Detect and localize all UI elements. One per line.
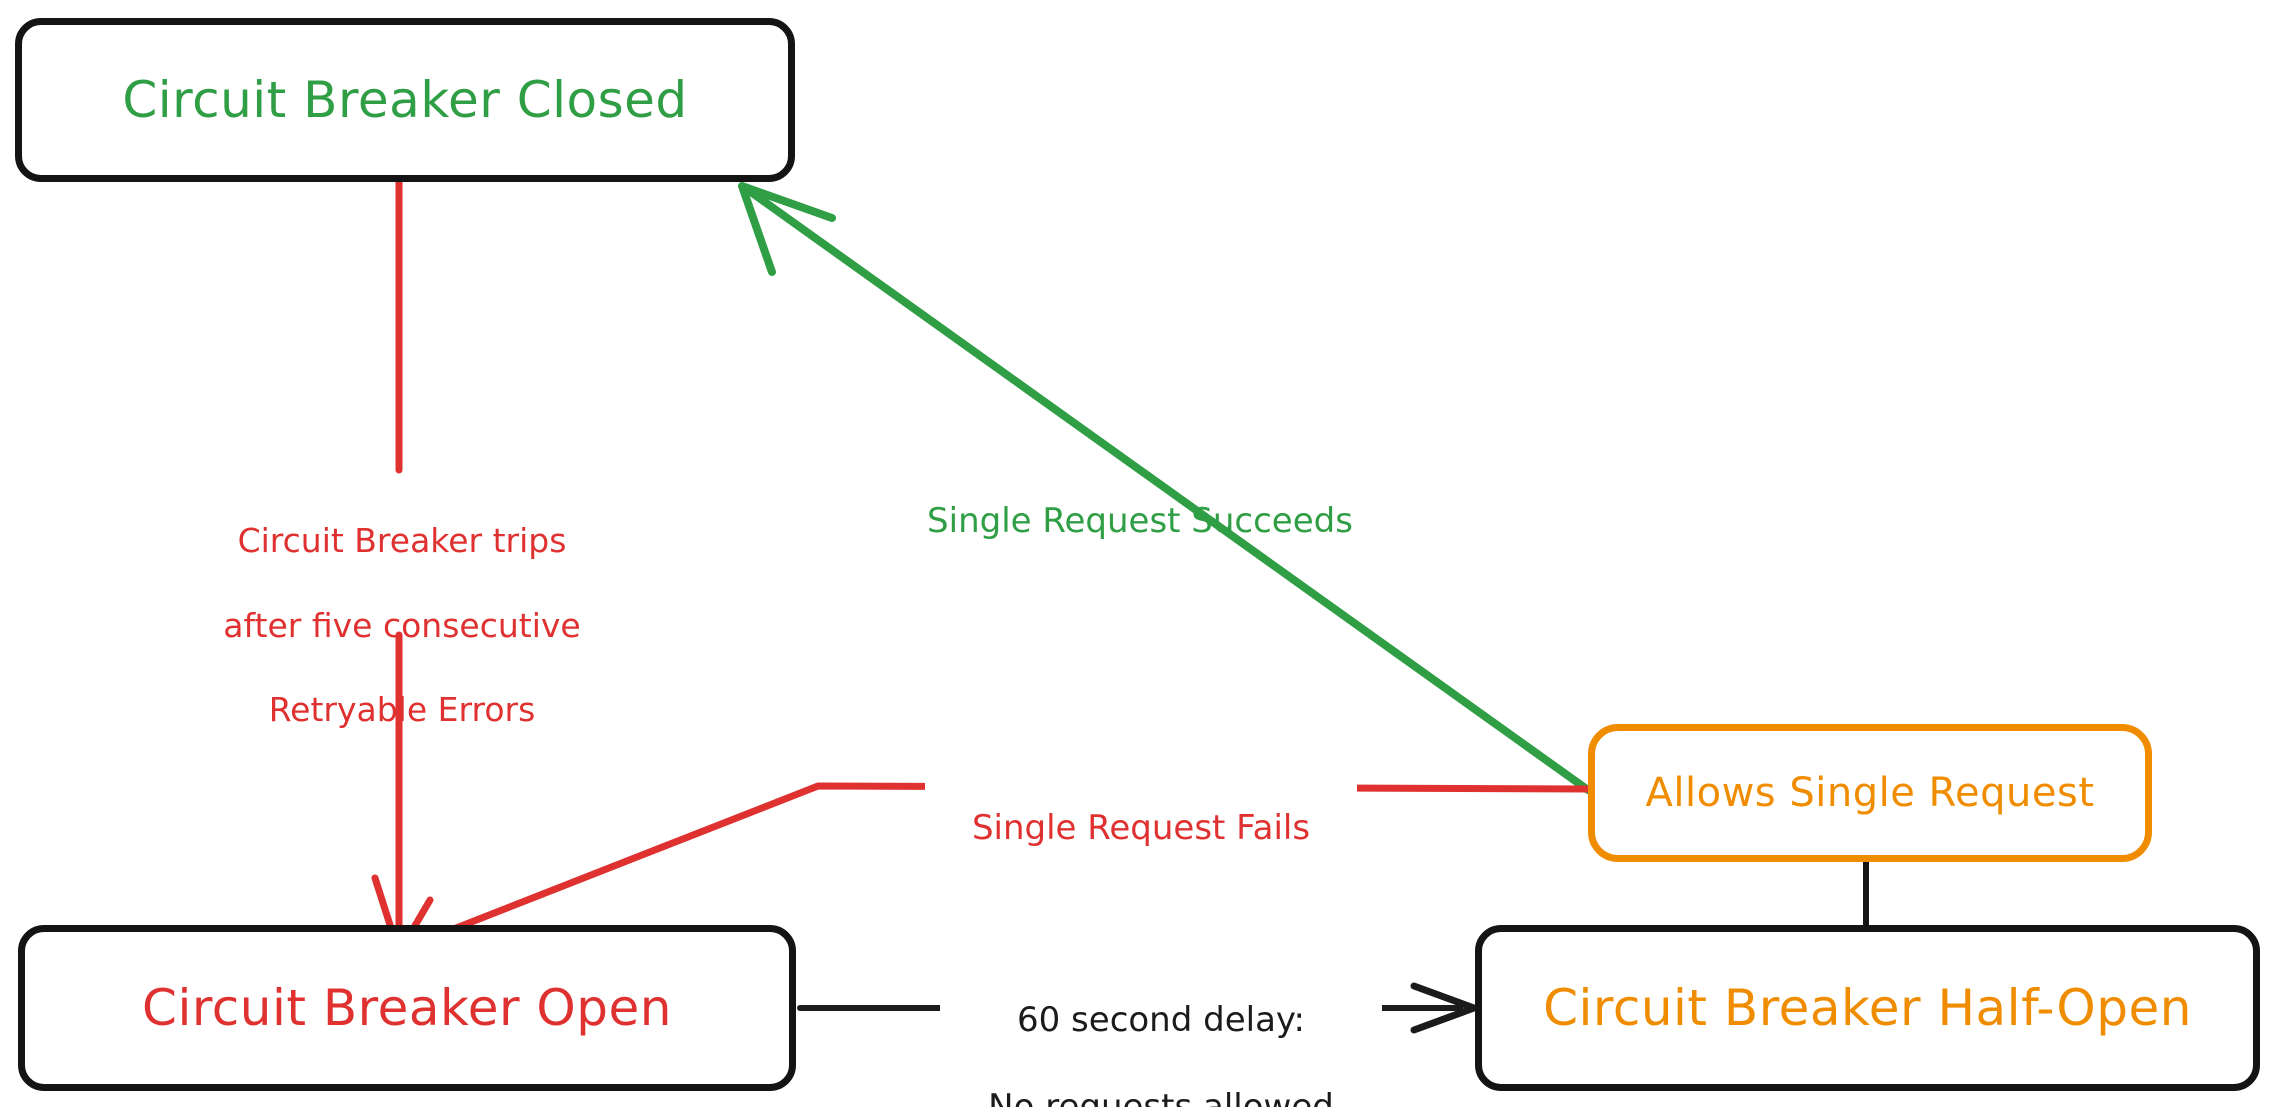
edge-open-to-halfopen xyxy=(797,982,1478,1034)
node-label-half-open: Circuit Breaker Half-Open xyxy=(1543,979,2192,1037)
node-label-open: Circuit Breaker Open xyxy=(142,979,672,1037)
node-circuit-breaker-open[interactable]: Circuit Breaker Open xyxy=(18,925,796,1091)
node-label-allows-single-request: Allows Single Request xyxy=(1645,770,2095,816)
node-label-closed: Circuit Breaker Closed xyxy=(122,71,688,129)
node-circuit-breaker-half-open[interactable]: Circuit Breaker Half-Open xyxy=(1475,925,2260,1091)
edge-allows-to-closed xyxy=(738,182,1592,794)
node-allows-single-request[interactable]: Allows Single Request xyxy=(1588,724,2152,862)
node-circuit-breaker-closed[interactable]: Circuit Breaker Closed xyxy=(15,18,795,182)
edge-closed-to-open xyxy=(371,178,434,957)
